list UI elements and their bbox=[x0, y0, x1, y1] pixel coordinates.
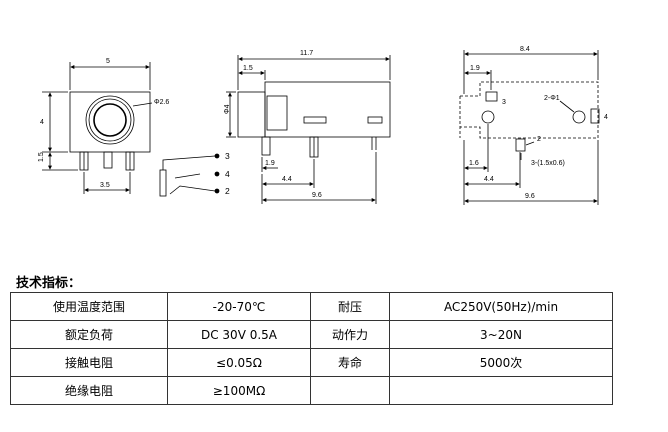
spec-label: 动作力 bbox=[310, 320, 390, 349]
section-title: 技术指标： bbox=[16, 276, 82, 291]
side-offset3-label: 4.4 bbox=[282, 176, 292, 183]
table-row: 接触电阻 ≤0.05Ω 寿命 5000次 bbox=[10, 348, 613, 377]
side-offset2-label: 1.9 bbox=[265, 160, 275, 167]
bottom-offset3-label: 4.4 bbox=[484, 176, 494, 183]
spec-value bbox=[389, 376, 613, 405]
front-pitch-label: 3.5 bbox=[100, 182, 110, 189]
bottom-view bbox=[459, 50, 600, 205]
schematic-view bbox=[159, 153, 220, 197]
bottom-pin2-label: 2 bbox=[537, 136, 541, 143]
front-hole-label: Φ2.6 bbox=[154, 99, 169, 106]
spec-label: 额定负荷 bbox=[10, 320, 168, 349]
table-row: 绝缘电阻 ≥100MΩ bbox=[10, 376, 613, 405]
spec-label bbox=[310, 376, 390, 405]
table-row: 使用温度范围 -20-70℃ 耐压 AC250V(50Hz)/min bbox=[10, 292, 613, 321]
spec-value: 3~20N bbox=[389, 320, 613, 349]
side-length-label: 11.7 bbox=[300, 50, 313, 57]
spec-value: DC 30V 0.5A bbox=[167, 320, 311, 349]
bottom-pin4-label: 4 bbox=[604, 114, 608, 121]
spec-value: -20-70℃ bbox=[167, 292, 311, 321]
bottom-pad-spec-label: 3-(1.5x0.6) bbox=[531, 160, 565, 167]
spec-table: 使用温度范围 -20-70℃ 耐压 AC250V(50Hz)/min 额定负荷 … bbox=[10, 292, 613, 405]
table-row: 额定负荷 DC 30V 0.5A 动作力 3~20N bbox=[10, 320, 613, 349]
schematic-pin2-label: 2 bbox=[225, 186, 230, 196]
spec-label: 寿命 bbox=[310, 348, 390, 377]
front-width-label: 5 bbox=[106, 58, 110, 65]
spec-label: 耐压 bbox=[310, 292, 390, 321]
spec-value: 5000次 bbox=[389, 348, 613, 377]
bottom-hole-spec-label: 2-Φ1 bbox=[544, 95, 560, 102]
schematic-pin3-label: 3 bbox=[225, 151, 230, 161]
bottom-length-label: 8.4 bbox=[520, 46, 530, 53]
bottom-pin3-label: 3 bbox=[502, 99, 506, 106]
spec-label: 接触电阻 bbox=[10, 348, 168, 377]
side-dia-label: Φ4 bbox=[224, 104, 231, 114]
spec-label: 绝缘电阻 bbox=[10, 376, 168, 405]
technical-drawing: 5 4 1.5 3.5 Φ2.6 3 4 2 11.7 1.5 Φ4 1.9 4… bbox=[38, 46, 608, 205]
spec-value: ≤0.05Ω bbox=[167, 348, 311, 377]
side-offset1-label: 1.5 bbox=[243, 65, 253, 72]
bottom-offset1-label: 1.9 bbox=[470, 65, 480, 72]
spec-label: 使用温度范围 bbox=[10, 292, 168, 321]
spec-value: AC250V(50Hz)/min bbox=[389, 292, 613, 321]
front-height-label: 4 bbox=[40, 119, 44, 126]
bottom-offset2-label: 1.6 bbox=[469, 160, 479, 167]
side-view bbox=[226, 55, 391, 204]
spec-value: ≥100MΩ bbox=[167, 376, 311, 405]
side-base-label: 9.6 bbox=[312, 192, 322, 199]
schematic-pin4-label: 4 bbox=[225, 169, 230, 179]
front-pin-height-label: 1.5 bbox=[38, 152, 45, 162]
front-view bbox=[42, 62, 153, 194]
bottom-base-label: 9.6 bbox=[525, 193, 535, 200]
